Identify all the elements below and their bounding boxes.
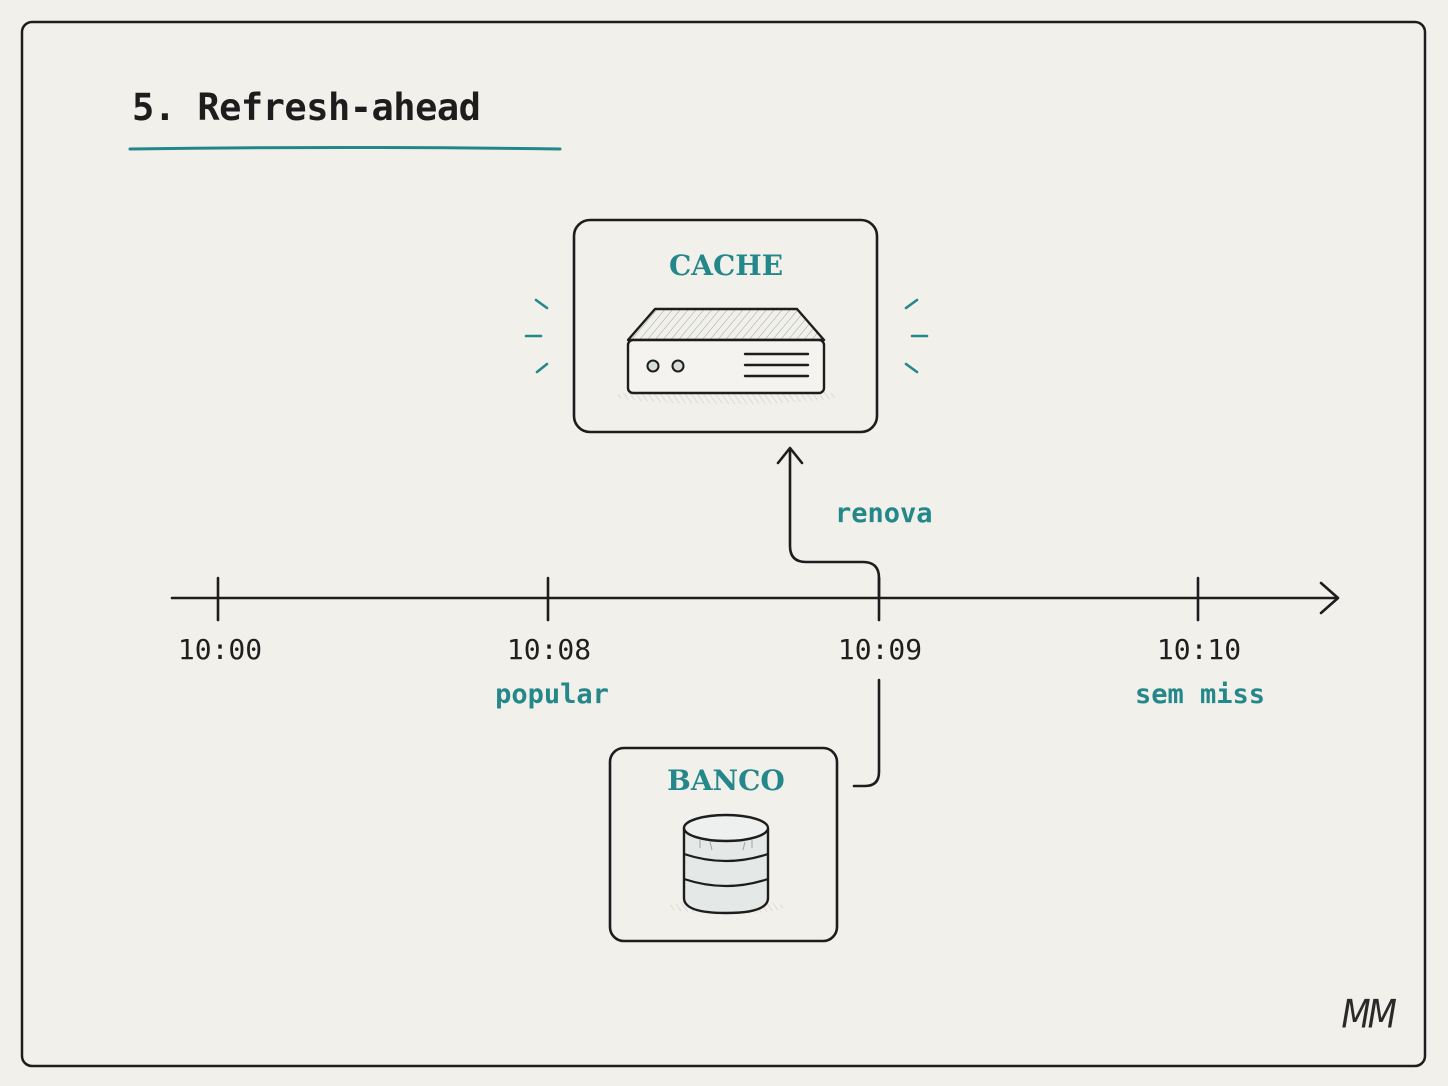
note-no-miss: sem miss	[1134, 679, 1266, 710]
tick-label-10-00: 10:00	[177, 633, 263, 666]
tick-label-10-08: 10:08	[506, 633, 592, 666]
cache-box	[572, 218, 879, 434]
glow-marks-left	[524, 298, 549, 374]
note-popular: popular	[495, 679, 609, 710]
database-icon	[668, 813, 784, 915]
arrow-label-renova: renova	[835, 498, 933, 529]
database-connector	[852, 678, 881, 788]
tick-label-10-09: 10:09	[837, 633, 923, 666]
cache-label: CACHE	[668, 249, 784, 282]
title-underline	[128, 146, 562, 151]
signature: MM	[1341, 992, 1397, 1038]
page-frame	[20, 20, 1427, 1068]
timeline-axis	[170, 581, 1340, 615]
server-icon	[615, 307, 839, 404]
tick-label-10-10: 10:10	[1156, 633, 1242, 666]
glow-marks-right	[904, 298, 929, 374]
database-label: BANCO	[667, 764, 785, 797]
page-title: 5. Refresh-ahead	[132, 86, 481, 129]
database-box	[608, 746, 839, 943]
refresh-arrow	[776, 446, 881, 600]
